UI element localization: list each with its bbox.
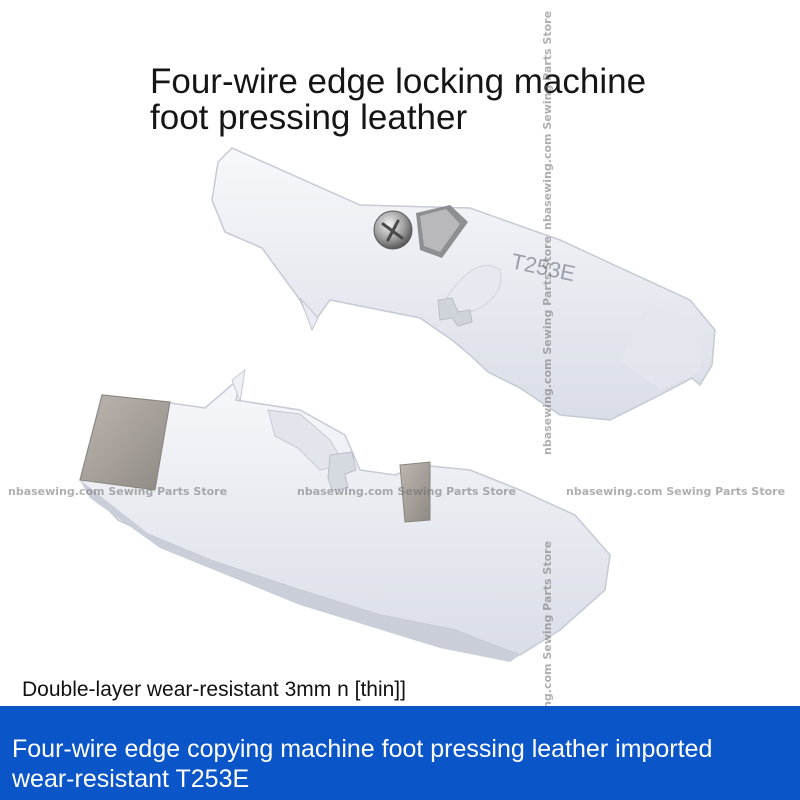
title-line-1: Four-wire edge locking machine	[150, 62, 647, 101]
watermark: nbasewing.com Sewing Parts Store	[541, 10, 554, 230]
watermark: nbasewing.com Sewing Parts Store	[541, 235, 554, 455]
upper-presser-leather: T253E	[211, 147, 716, 421]
watermark: nbasewing.com Sewing Parts Store	[566, 485, 786, 498]
lower-presser-leather	[79, 368, 611, 662]
spec-label: Double-layer wear-resistant 3mm n [thin]…	[22, 678, 406, 701]
watermark: nbasewing.com Sewing Parts Store	[8, 485, 228, 498]
banner-line-1: Four-wire edge copying machine foot pres…	[12, 735, 713, 763]
banner-line-2: wear-resistant T253E	[12, 765, 250, 793]
watermark: nbasewing.com Sewing Parts Store	[297, 485, 517, 498]
screw-icon	[373, 210, 413, 250]
title-line-2: foot pressing leather	[150, 98, 468, 137]
bottom-banner: Four-wire edge copying machine foot pres…	[0, 706, 800, 800]
